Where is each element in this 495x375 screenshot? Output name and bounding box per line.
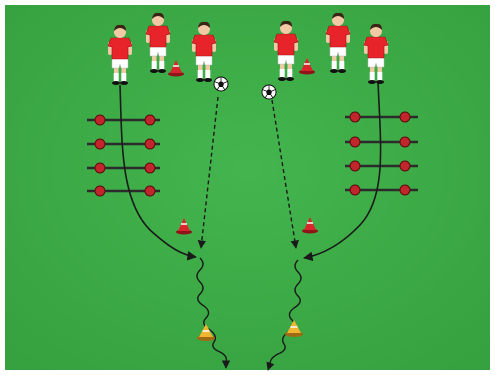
hurdle [87, 138, 160, 150]
cone-yellow [197, 324, 215, 341]
run-path-left [119, 84, 197, 261]
dribble-path-right [266, 259, 302, 371]
pass-path-left [197, 96, 219, 249]
hurdle [345, 136, 418, 148]
hurdle [87, 114, 160, 126]
cone-red [302, 217, 318, 234]
hurdle [87, 185, 160, 197]
soccer-ball-left [213, 76, 229, 92]
hurdle [87, 162, 160, 174]
hurdle [345, 111, 418, 123]
pass-path-right [271, 99, 299, 249]
cone-red [168, 60, 184, 77]
hurdle [345, 184, 418, 196]
hurdle [345, 160, 418, 172]
hurdle-rows-right [345, 111, 418, 196]
cone-yellow [285, 320, 303, 337]
pitch [5, 5, 490, 370]
hurdle-rows-left [87, 114, 160, 197]
cone-red [176, 218, 192, 235]
dribble-path-left [196, 257, 231, 369]
run-path-right [303, 79, 382, 262]
cone-red [299, 58, 315, 75]
soccer-ball-right [261, 84, 277, 100]
